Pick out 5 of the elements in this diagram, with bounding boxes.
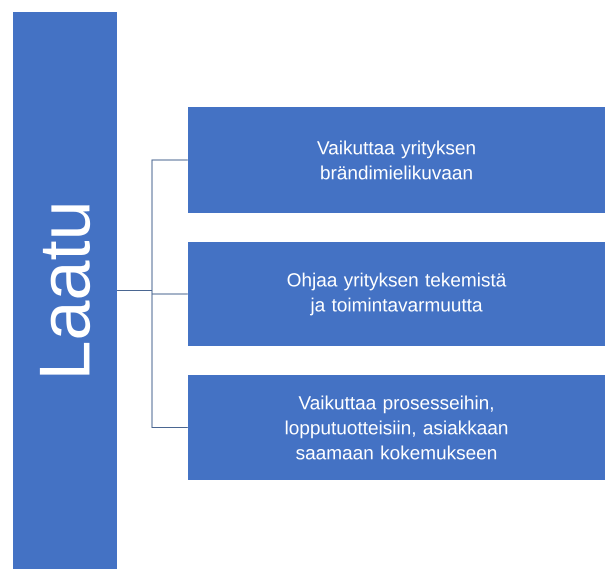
title-bar: Laatu: [13, 12, 117, 569]
text-box: Vaikuttaa prosesseihin, lopputuotteisiin, asiakkaan saamaan kokemukseen: [188, 374, 605, 480]
text-box: Vaikuttaa yrityksen brändimielikuvaan: [188, 106, 605, 213]
connector-line: [116, 290, 188, 428]
text-box: Ohjaa yrityksen tekemistä ja toimintavarmuutta: [188, 242, 605, 346]
